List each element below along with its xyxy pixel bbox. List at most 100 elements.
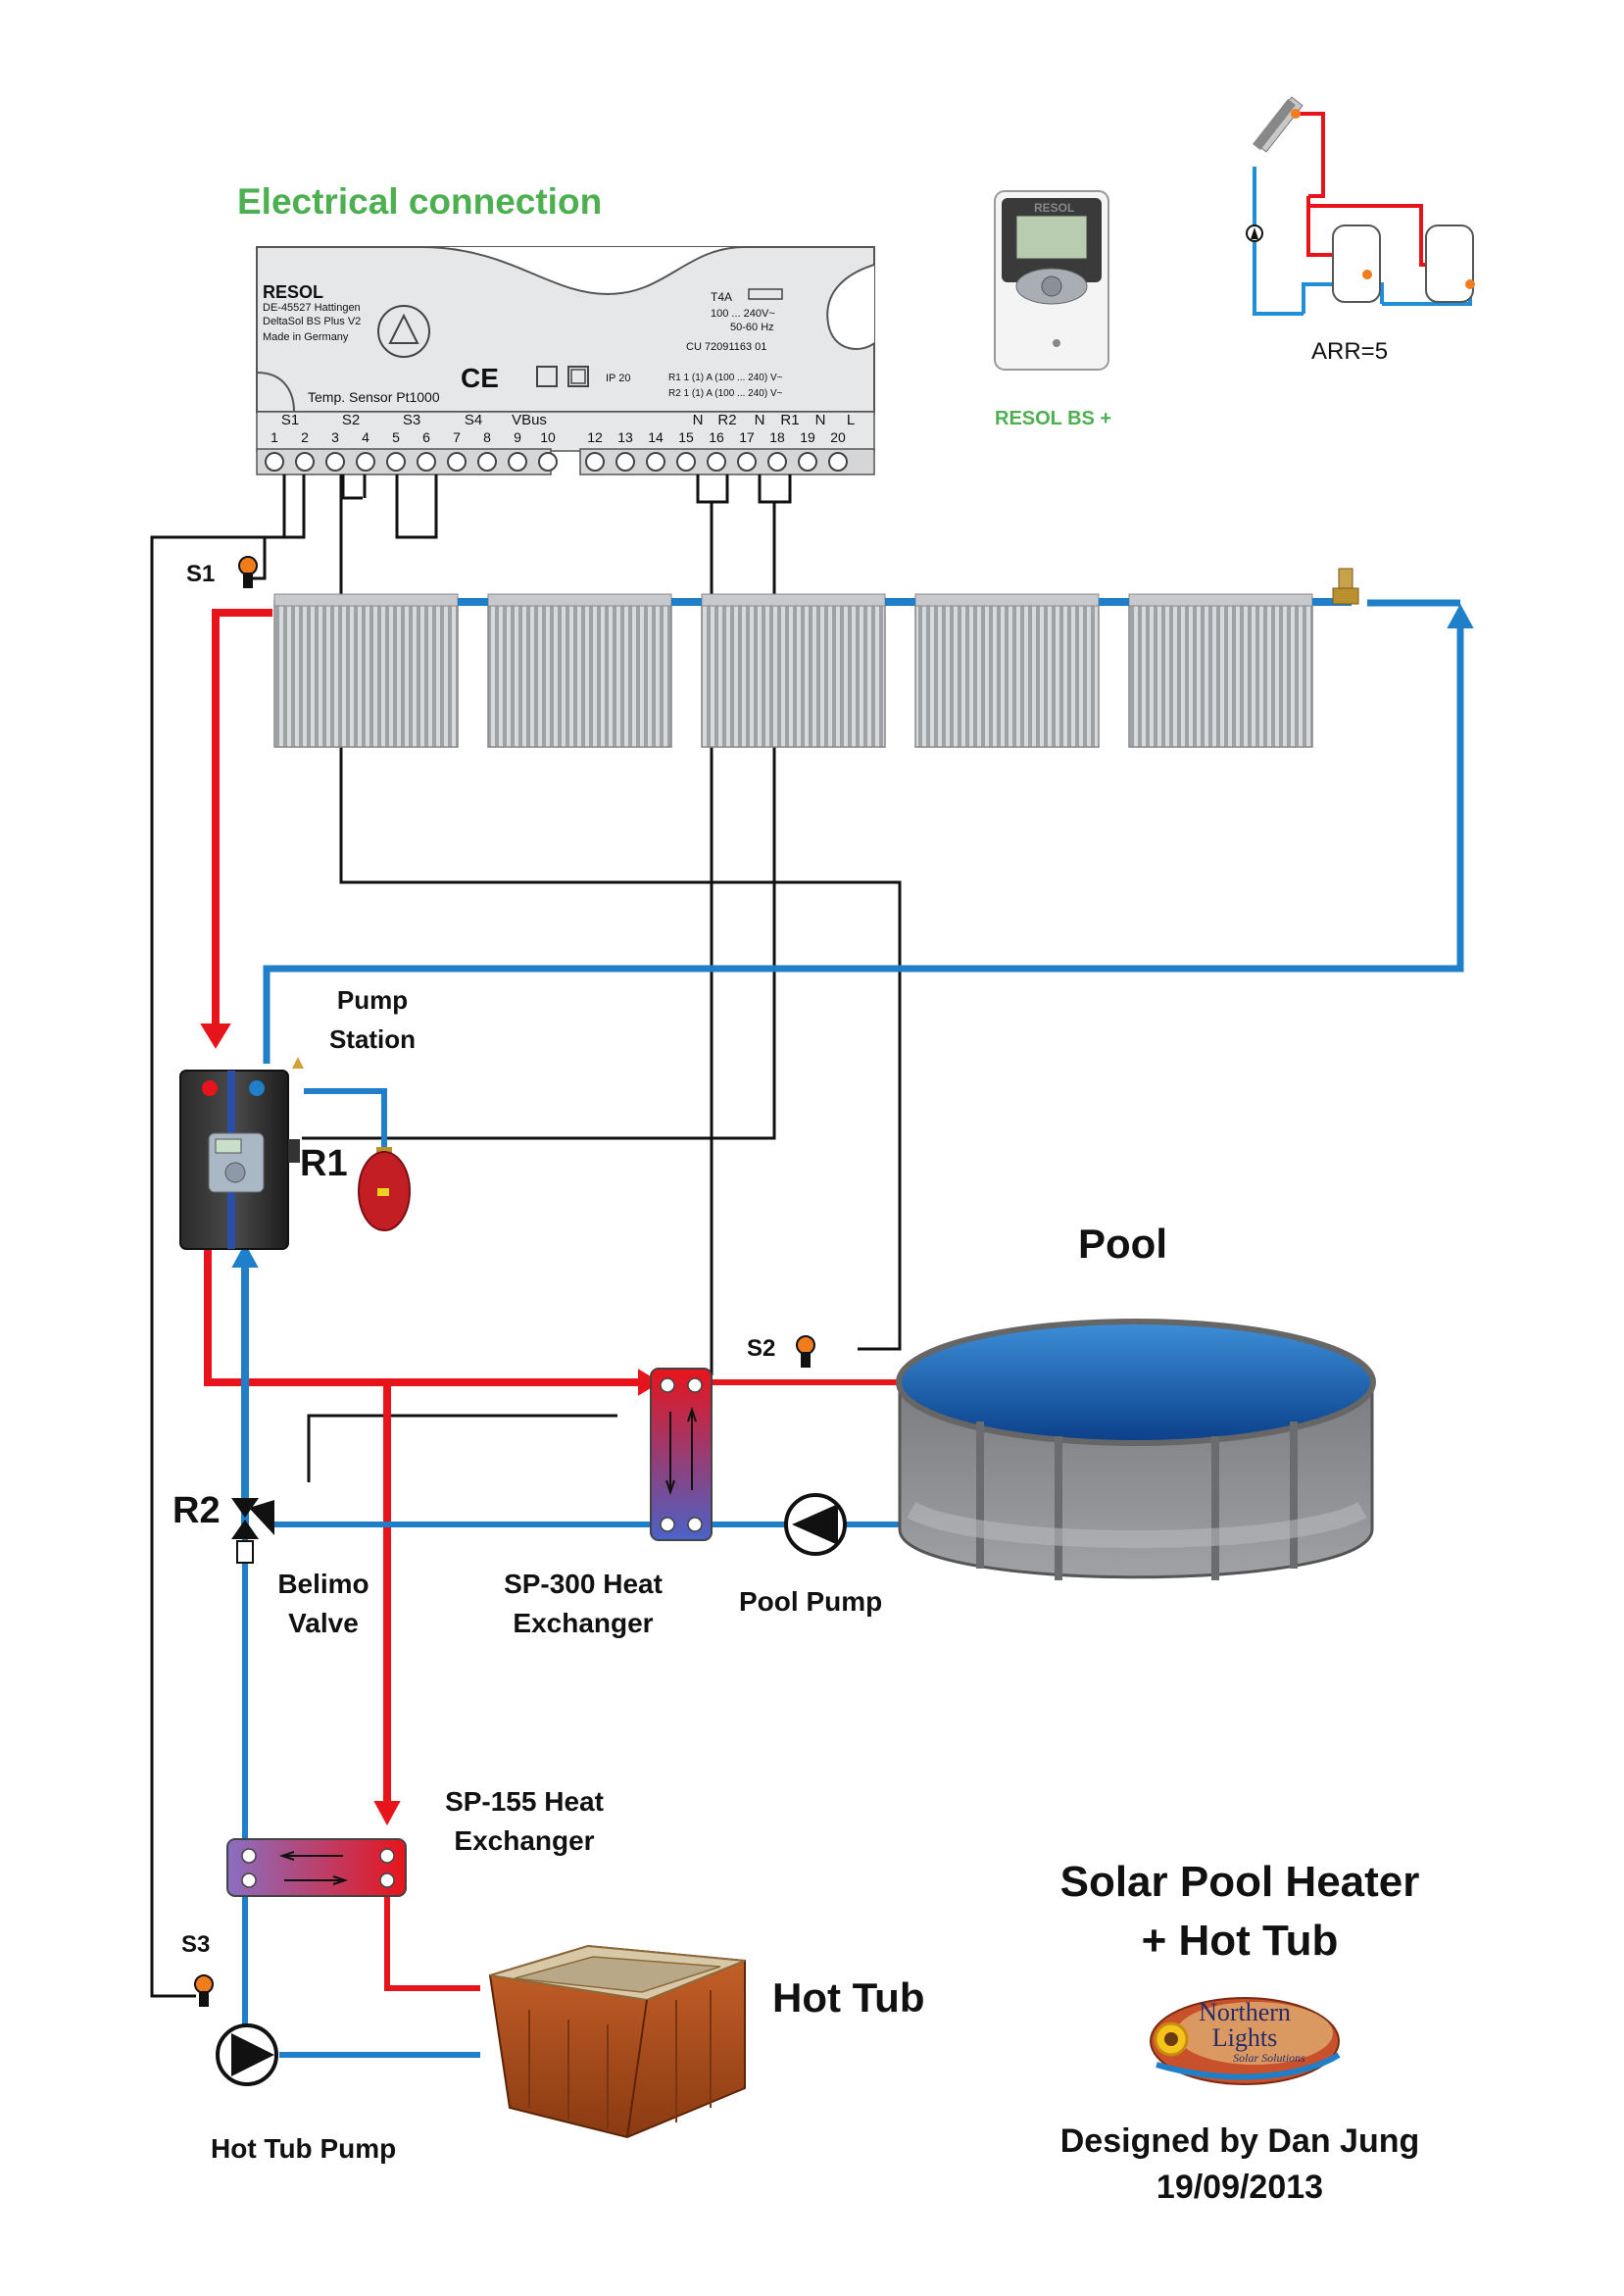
terminal-screw-icon (447, 452, 467, 472)
controller-address-2: DeltaSol BS Plus V2 (263, 316, 362, 327)
terminal-screw-icon (676, 452, 696, 472)
controller-panel (256, 246, 875, 475)
terminal-screw-icon (477, 452, 497, 472)
terminal-group-label: N (754, 412, 765, 428)
pool-pump-icon (784, 1493, 847, 1556)
terminal-screw-icon (265, 452, 284, 472)
terminal-number: 13 (617, 429, 633, 445)
belimo-valve-icon (231, 1498, 274, 1564)
resol-bs-unit-illustration (994, 190, 1109, 371)
resol-bs-brand: RESOL (1034, 201, 1075, 215)
controller-address-3: Made in Germany (263, 331, 349, 343)
terminal-screw-icon (585, 452, 605, 472)
pool-pump-label: Pool Pump (739, 1586, 883, 1617)
logo-text-3: Solar Solutions (1233, 2051, 1305, 2065)
sensor-s1-label: S1 (186, 561, 216, 587)
terminal-group-label: R2 (717, 412, 737, 428)
terminal-screw-icon (615, 452, 635, 472)
sensor-s3-icon (194, 1974, 214, 2007)
controller-supply-2: 50-60 Hz (730, 322, 774, 333)
arrangement-schematic (1246, 96, 1475, 316)
terminal-number: 5 (392, 429, 400, 445)
pump-station (179, 1057, 304, 1250)
terminal-number: 10 (540, 429, 556, 445)
arrangement-label: ARR=5 (1311, 338, 1389, 365)
piping (200, 599, 1474, 2058)
valve-label-1: Belimo (277, 1569, 369, 1599)
terminal-number: 12 (587, 429, 603, 445)
terminal-group-label: N (814, 412, 826, 428)
terminal-group-label: R1 (780, 412, 800, 428)
terminal-screw-icon (538, 452, 558, 472)
controller-sensor-text: Temp. Sensor Pt1000 (308, 389, 440, 405)
terminal-number: 8 (483, 429, 491, 445)
terminal-number: 16 (709, 429, 724, 445)
terminal-number: 1 (271, 429, 278, 445)
hx155-icon (226, 1838, 407, 1897)
design-date: 19/09/2013 (1156, 2169, 1324, 2206)
hot-tub-label: Hot Tub (772, 1974, 925, 2021)
terminal-screw-icon (646, 452, 665, 472)
sensor-s3-label: S3 (181, 1931, 211, 1958)
terminal-number: 15 (678, 429, 694, 445)
terminal-number: 4 (362, 429, 369, 445)
controller-cu: CU 72091163 01 (686, 341, 767, 353)
terminal-group-label: S3 (402, 412, 421, 428)
terminal-group-label: VBus (512, 412, 547, 428)
terminal-number: 7 (453, 429, 461, 445)
terminal-screw-icon (325, 452, 345, 472)
air-vent-icon (1332, 568, 1359, 605)
sensor-s2-label: S2 (747, 1335, 776, 1362)
terminal-screw-icon (508, 452, 527, 472)
terminal-screw-icon (828, 452, 848, 472)
sensor-s1-icon (238, 556, 258, 588)
hx300-icon (650, 1368, 713, 1541)
hot-tub-pump-label: Hot Tub Pump (211, 2133, 397, 2164)
terminal-number: 14 (648, 429, 664, 445)
controller-ce-mark: CE (461, 363, 499, 393)
terminal-group-label: L (846, 412, 856, 428)
terminal-group-label: S4 (464, 412, 483, 428)
terminal-group-label: S1 (280, 412, 300, 428)
footer-title-2: + Hot Tub (1141, 1917, 1339, 1965)
terminal-number: 18 (769, 429, 785, 445)
pool-label: Pool (1078, 1221, 1167, 1267)
pump-station-label-1: Pump (336, 985, 409, 1015)
pool-illustration (896, 1319, 1376, 1580)
terminal-number: 6 (422, 429, 430, 445)
footer-title-1: Solar Pool Heater (1059, 1858, 1420, 1906)
northern-lights-logo (1150, 1997, 1341, 2085)
terminal-number: 3 (331, 429, 339, 445)
terminal-screw-icon (417, 452, 436, 472)
terminal-screw-icon (767, 452, 787, 472)
valve-label-2: Valve (288, 1608, 359, 1638)
terminal-group-label: S2 (341, 412, 361, 428)
hx155-label-1: SP-155 Heat (445, 1786, 604, 1817)
terminal-group-label: N (692, 412, 704, 428)
sensor-s2-icon (796, 1335, 815, 1368)
terminal-number: 2 (301, 429, 309, 445)
terminal-screw-icon (295, 452, 315, 472)
terminal-number: 20 (830, 429, 846, 445)
expansion-tank (358, 1147, 411, 1231)
terminal-screw-icon (798, 452, 817, 472)
terminal-screw-icon (356, 452, 375, 472)
solar-collectors (273, 568, 1359, 748)
relay-r2-label: R2 (172, 1490, 221, 1531)
terminal-screw-icon (737, 452, 757, 472)
controller-r1-rating: R1 1 (1) A (100 ... 240) V~ (668, 373, 783, 383)
logo-text-1: Northern (1199, 1998, 1291, 2026)
resol-bs-label: RESOL BS + (995, 408, 1112, 429)
hot-tub-illustration (488, 1944, 746, 2139)
terminal-screw-icon (707, 452, 726, 472)
pump-station-label-2: Station (328, 1024, 417, 1054)
controller-address-1: DE-45527 Hattingen (263, 302, 361, 314)
controller-fuse: T4A (711, 290, 733, 304)
terminal-number: 19 (800, 429, 815, 445)
hx155-label-2: Exchanger (454, 1825, 595, 1856)
controller-ip: IP 20 (606, 373, 631, 384)
logo-text-2: Lights (1211, 2023, 1278, 2052)
controller-supply-1: 100 ... 240V~ (711, 308, 775, 320)
hx300-label-2: Exchanger (513, 1608, 654, 1638)
controller-brand: RESOL (263, 282, 324, 302)
